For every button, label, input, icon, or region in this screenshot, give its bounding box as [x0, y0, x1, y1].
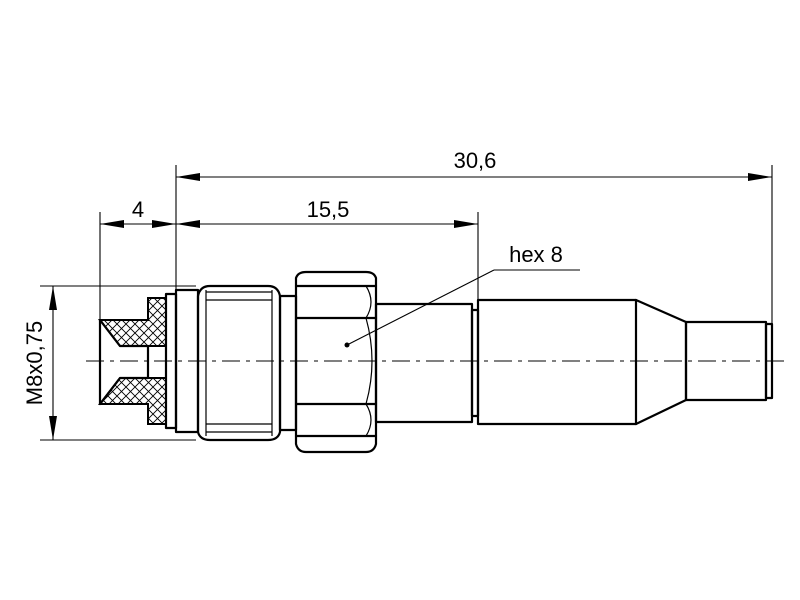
hex-callout-label: hex 8 — [509, 242, 563, 267]
dimension-mid-length — [176, 212, 479, 300]
dimension-overall-length-label: 30,6 — [454, 148, 497, 173]
dimension-mid-length-label: 15,5 — [307, 197, 350, 222]
dimension-tip-length — [99, 212, 176, 320]
dimension-thread-label: M8x0,75 — [22, 321, 47, 405]
body-sleeve — [374, 298, 638, 426]
dimension-tip-length-label: 4 — [132, 197, 144, 222]
dimension-thread — [40, 285, 196, 441]
threaded-coupling — [174, 284, 298, 442]
cable-end — [634, 298, 774, 426]
hex-nut — [294, 270, 378, 454]
dimension-overall-length — [175, 165, 773, 324]
hex-callout-leader — [346, 269, 580, 346]
knurled-tip — [97, 292, 178, 430]
